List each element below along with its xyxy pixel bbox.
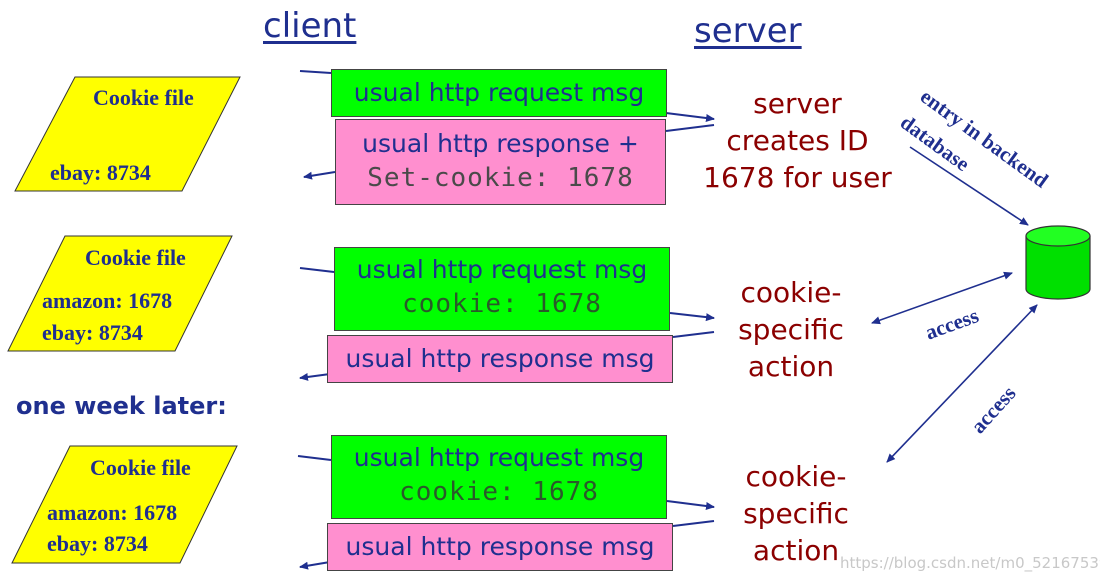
request-box-3: usual http request msg cookie: 1678 <box>331 435 667 519</box>
client-heading: client <box>263 6 357 46</box>
cookie-file-1-title: Cookie file <box>93 85 194 110</box>
one-week-later-label: one week later: <box>16 392 227 420</box>
req2-arrow <box>669 312 715 322</box>
server-action-3-line-3: action <box>752 534 840 567</box>
watermark: https://blog.csdn.net/m0_52167539 <box>840 554 1100 572</box>
req3-arrow <box>666 500 715 510</box>
request-box-1: usual http request msg <box>331 69 667 117</box>
server-action-1-line-2: creates ID <box>726 124 869 157</box>
resp2-arrow <box>299 372 331 381</box>
resp1-line-right <box>665 124 715 132</box>
resp1-arrow <box>303 171 336 180</box>
req1-line-left <box>299 70 332 74</box>
request-1-label: usual http request msg <box>353 78 645 107</box>
cookie-file-2-entry-2: ebay: 8734 <box>42 320 143 345</box>
server-action-2-line-1: cookie- <box>740 276 842 309</box>
resp2-line-right <box>672 331 715 338</box>
server-action-2-line-2: specific <box>738 313 844 346</box>
cookie-file-1-shape <box>14 76 241 192</box>
response-box-3: usual http response msg <box>327 523 673 571</box>
resp3-line-right <box>672 520 715 527</box>
cookie-file-2-title: Cookie file <box>85 245 186 270</box>
server-action-2: cookie- specific action <box>718 274 864 385</box>
cookie-file-3-shape <box>11 445 238 564</box>
response-box-2: usual http response msg <box>327 335 673 383</box>
cookie-file-1-entry: ebay: 8734 <box>50 160 151 185</box>
req1-arrow <box>665 112 715 122</box>
response-2-label: usual http response msg <box>345 344 655 373</box>
request-box-2: usual http request msg cookie: 1678 <box>334 247 670 331</box>
req2-line-left <box>299 267 335 273</box>
response-1-label: usual http response + <box>362 129 639 158</box>
cookie-file-3-title: Cookie file <box>90 455 191 480</box>
server-action-1-line-3: 1678 for user <box>703 161 892 194</box>
resp3-arrow <box>299 561 331 570</box>
server-action-3: cookie- specific action <box>723 458 869 569</box>
entry-arrow <box>909 146 1029 226</box>
cookie-file-3-entry-1: amazon: 1678 <box>47 500 178 525</box>
cookie-file-2-entry-1: amazon: 1678 <box>42 288 173 313</box>
server-heading: server <box>694 11 802 51</box>
req3-line-left <box>297 455 332 461</box>
database-icon <box>1025 225 1091 300</box>
response-3-label: usual http response msg <box>345 532 655 561</box>
server-action-3-line-1: cookie- <box>745 460 847 493</box>
access-arrow-2 <box>886 304 1038 463</box>
response-box-1: usual http response + Set-cookie: 1678 <box>335 119 666 205</box>
request-2-label: usual http request msg <box>356 255 648 284</box>
set-cookie-label: Set-cookie: 1678 <box>367 163 634 193</box>
server-action-3-line-2: specific <box>743 497 849 530</box>
request-2-cookie: cookie: 1678 <box>402 289 602 319</box>
cookie-file-2-shape <box>7 235 233 352</box>
server-action-1: server creates ID 1678 for user <box>690 85 905 196</box>
cookie-file-3-entry-2: ebay: 8734 <box>47 531 148 556</box>
server-action-1-line-1: server <box>753 87 842 120</box>
request-3-label: usual http request msg <box>353 443 645 472</box>
request-3-cookie: cookie: 1678 <box>399 477 599 507</box>
server-action-2-line-3: action <box>747 350 835 383</box>
